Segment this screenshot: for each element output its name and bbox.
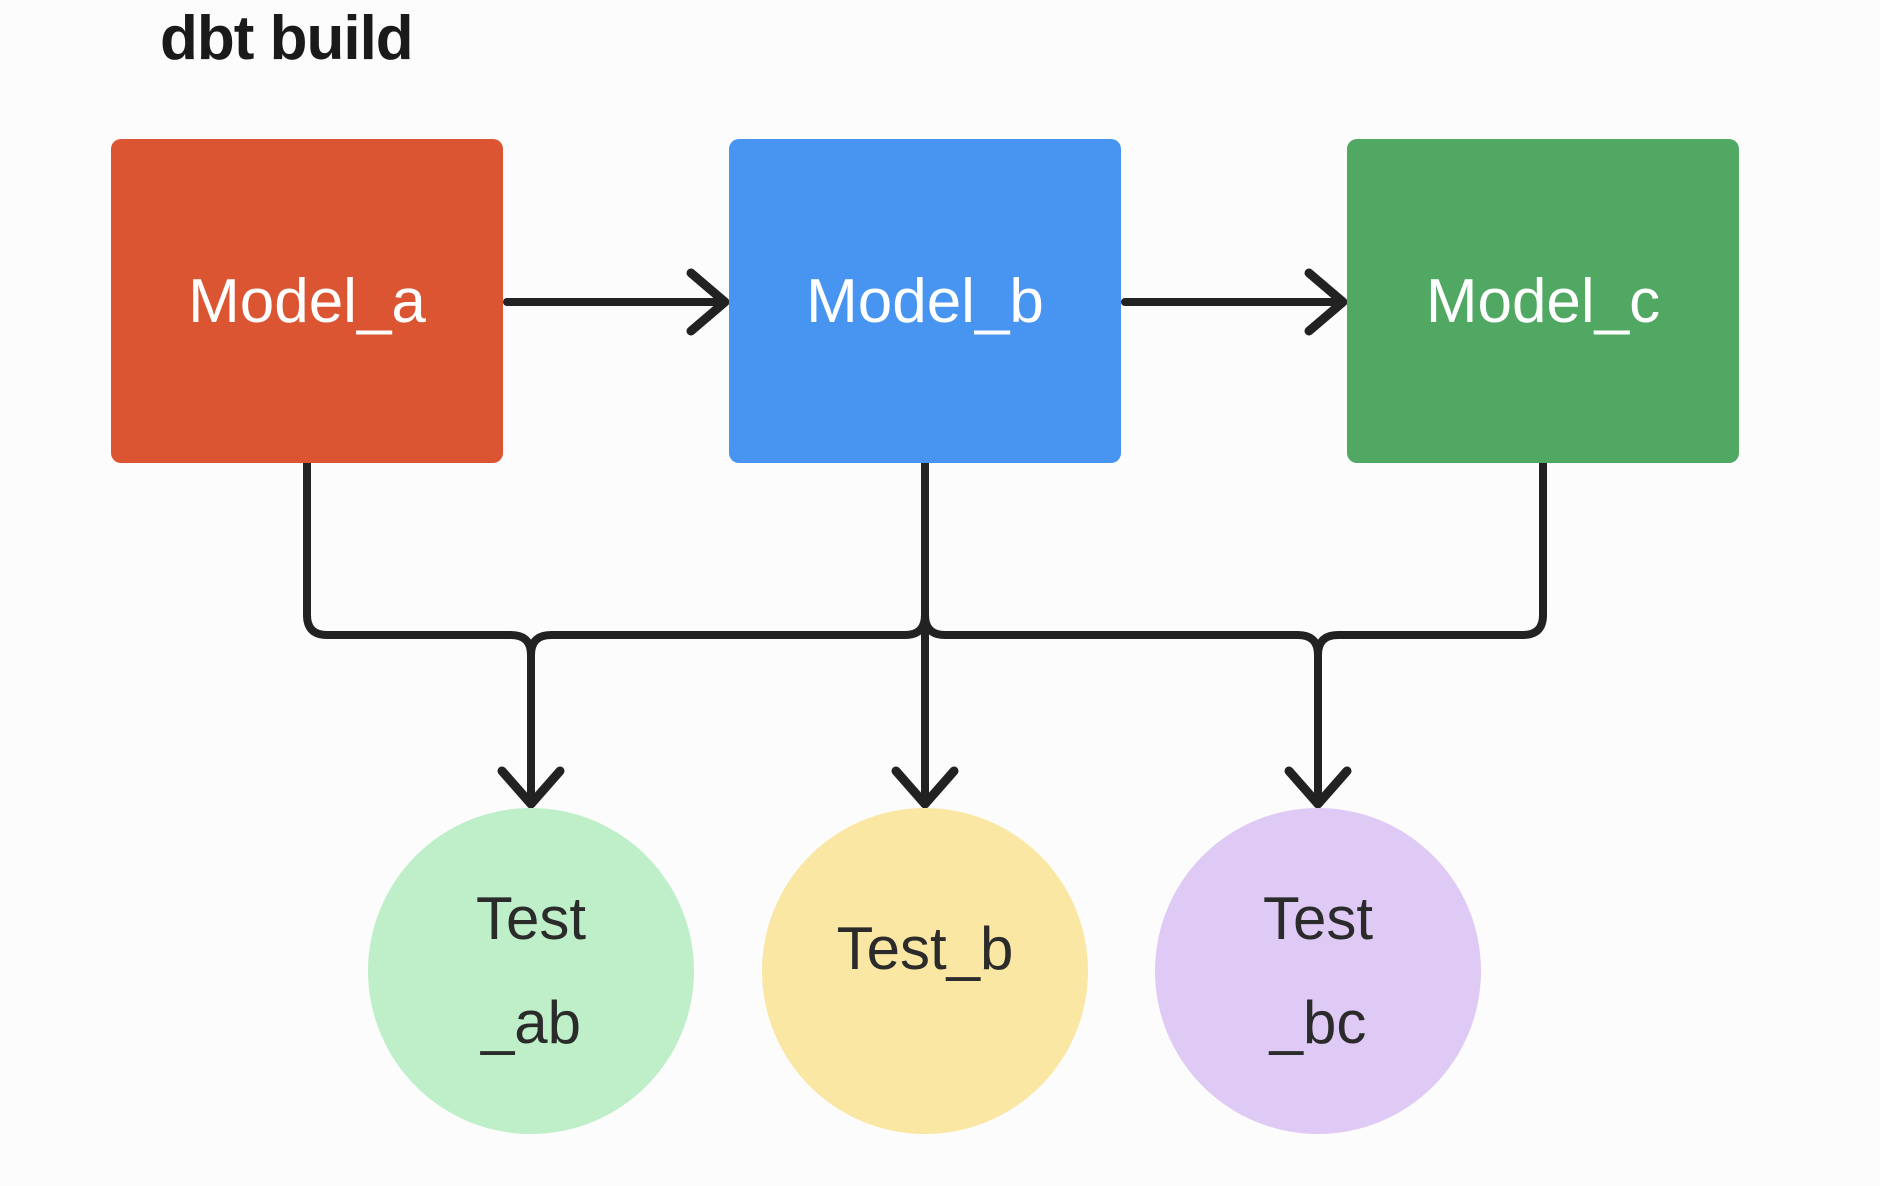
node-model-c-label: Model_c	[1425, 266, 1661, 336]
node-test-bc-label-line1: Test	[1262, 885, 1374, 952]
node-model-b[interactable]: Model_b	[729, 139, 1121, 463]
arrowhead-test-bc-icon	[1284, 766, 1352, 809]
node-model-c[interactable]: Model_c	[1347, 139, 1739, 463]
edge-model-c-to-test-bc	[1314, 451, 1547, 802]
node-test-ab-label-line1: Test	[475, 885, 587, 952]
diagram-title: dbt build	[160, 4, 414, 73]
arrowhead-model-c-icon	[1304, 268, 1348, 336]
arrowhead-test-b-icon	[891, 766, 959, 809]
node-model-a-label: Model_a	[188, 266, 426, 336]
node-test-b-label-line1: Test_b	[836, 915, 1014, 982]
node-test-b[interactable]: Test_b	[762, 808, 1088, 1134]
arrowhead-model-b-icon	[686, 268, 730, 336]
node-test-ab-label-line2: _ab	[480, 989, 582, 1056]
node-model-a[interactable]: Model_a	[111, 139, 503, 463]
node-test-bc-label-line2: _bc	[1269, 989, 1367, 1056]
edge-model-b-to-test-ab	[527, 451, 929, 802]
node-model-b-label: Model_b	[806, 266, 1044, 336]
node-test-bc[interactable]: Test _bc	[1155, 808, 1481, 1134]
node-test-ab[interactable]: Test _ab	[368, 808, 694, 1134]
edge-model-a-to-test-ab	[303, 451, 535, 802]
edge-group	[303, 268, 1547, 809]
edge-model-b-to-test-bc	[921, 451, 1322, 802]
arrowhead-test-ab-icon	[497, 766, 565, 809]
